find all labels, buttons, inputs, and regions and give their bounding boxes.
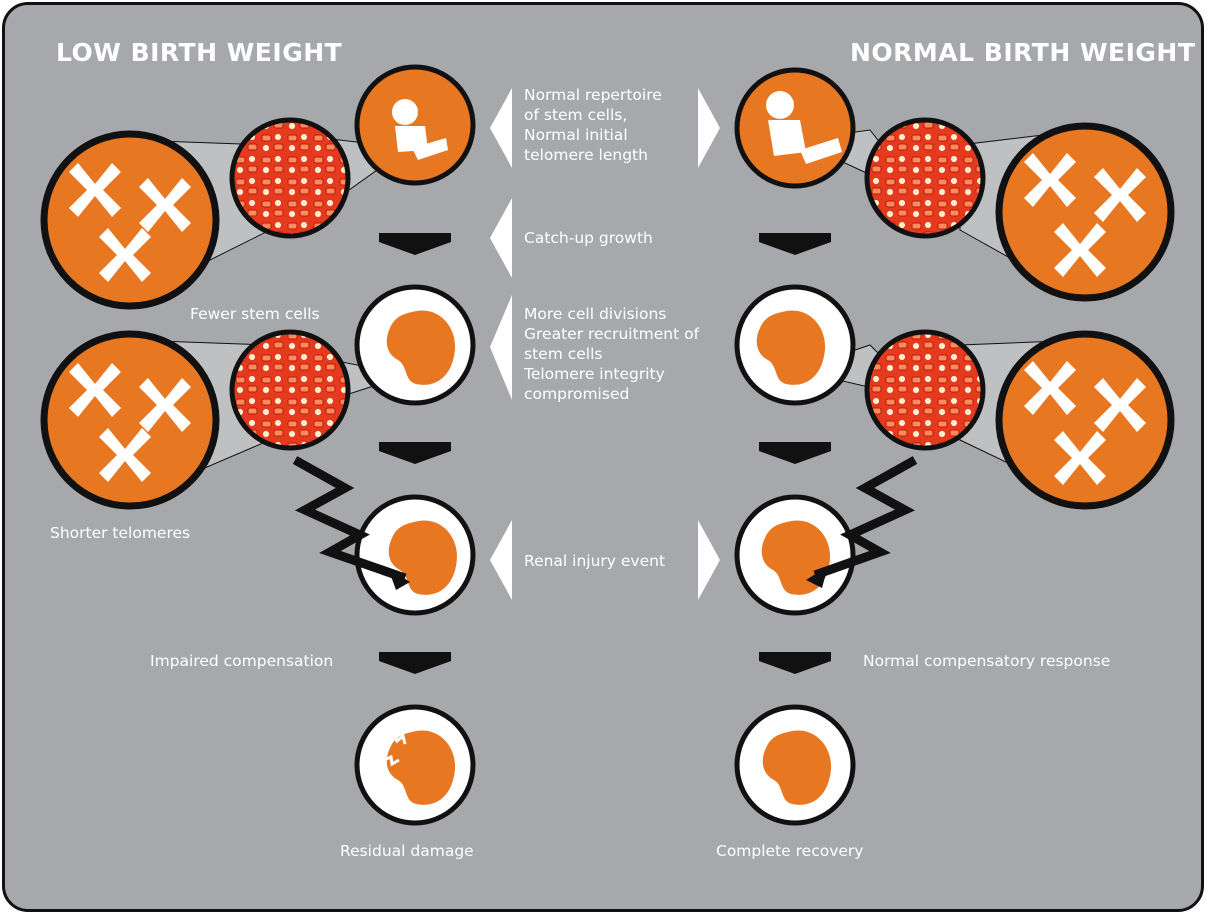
step-renal-injury: Renal injury event xyxy=(524,551,665,571)
left-baby-circle xyxy=(357,67,473,183)
chevron-left-icon xyxy=(490,88,512,168)
down-arrow xyxy=(759,233,831,255)
left-damaged-kidney-circle xyxy=(357,707,473,823)
step-more-cell-divisions: More cell divisions Greater recruitment … xyxy=(524,304,699,404)
step-normal-repertoire: Normal repertoire of stem cells, Normal … xyxy=(524,85,662,165)
right-cell-tissue-circle-2 xyxy=(867,332,983,448)
right-healthy-kidney-circle xyxy=(737,707,853,823)
label-shorter-telomeres: Shorter telomeres xyxy=(50,523,190,543)
right-cell-tissue-circle-1 xyxy=(867,120,983,236)
left-chromosome-circle-2 xyxy=(44,334,216,506)
chevron-left-icon xyxy=(490,520,512,600)
down-arrow xyxy=(759,442,831,464)
right-kidney-circle-1 xyxy=(737,287,853,403)
label-normal-compensatory-response: Normal compensatory response xyxy=(863,651,1110,671)
down-arrow xyxy=(379,233,451,255)
down-arrow xyxy=(759,652,831,674)
left-kidney-circle-1 xyxy=(357,287,473,403)
chevron-left-icon xyxy=(490,295,512,400)
left-kidney-injury-circle xyxy=(357,497,473,613)
right-chromosome-circle-2 xyxy=(999,334,1171,506)
chevron-right-icon xyxy=(698,88,720,168)
label-impaired-compensation: Impaired compensation xyxy=(150,651,333,671)
label-residual-damage: Residual damage xyxy=(340,841,474,861)
down-arrow xyxy=(379,652,451,674)
label-fewer-stem-cells: Fewer stem cells xyxy=(190,304,320,324)
right-kidney-injury-circle xyxy=(737,497,853,613)
chevron-left-icon xyxy=(490,198,512,278)
chevron-right-icon xyxy=(698,520,720,600)
label-complete-recovery: Complete recovery xyxy=(716,841,863,861)
left-chromosome-circle-1 xyxy=(44,134,216,306)
down-arrow xyxy=(379,442,451,464)
right-chromosome-circle-1 xyxy=(999,126,1171,298)
left-column-heading: LOW BIRTH WEIGHT xyxy=(56,38,342,67)
left-cell-tissue-circle-2 xyxy=(232,332,348,448)
right-baby-circle xyxy=(737,70,853,186)
step-catch-up-growth: Catch-up growth xyxy=(524,228,653,248)
left-cell-tissue-circle-1 xyxy=(232,120,348,236)
right-column-heading: NORMAL BIRTH WEIGHT xyxy=(850,38,1195,67)
